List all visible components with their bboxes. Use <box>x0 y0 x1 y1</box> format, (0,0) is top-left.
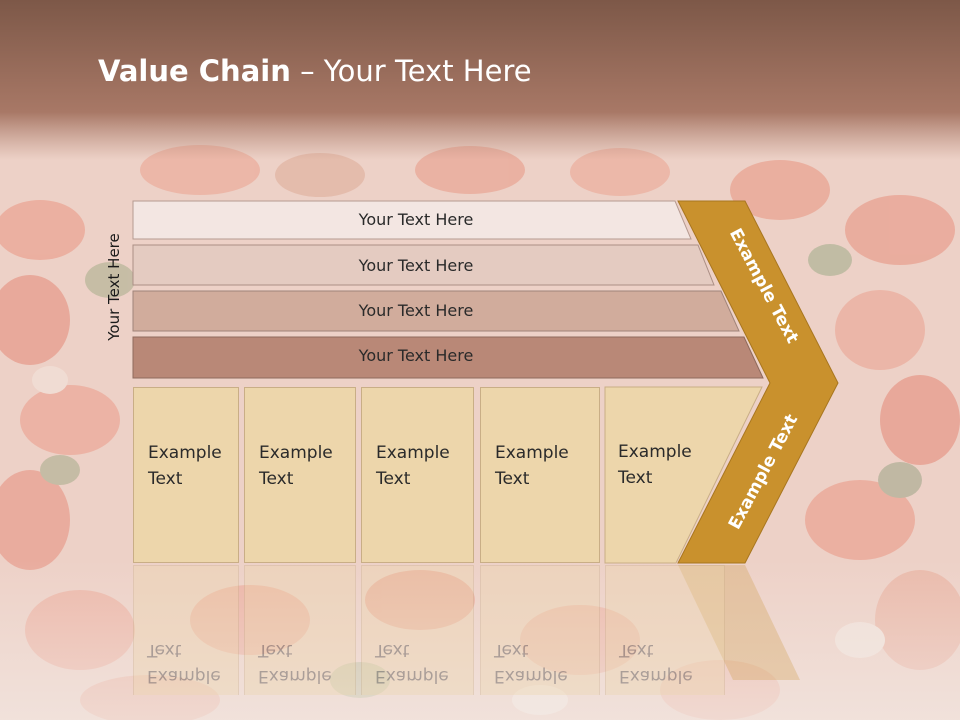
chevron-shape <box>677 200 839 564</box>
title-bold: Value Chain <box>98 54 291 88</box>
column-5-line2: Text <box>618 468 653 488</box>
column-3-line2: Text <box>376 469 411 489</box>
bar-4-label: Your Text Here <box>358 346 474 365</box>
bar-1-shape <box>132 200 692 240</box>
column-5-line1: Example <box>618 442 692 462</box>
column-2-line2: Text <box>259 469 294 489</box>
column-2-line1: Example <box>259 443 333 463</box>
bar-4-shape <box>132 336 764 379</box>
column-1-line2: Text <box>148 469 183 489</box>
column-4-line1: Example <box>495 443 569 463</box>
bar-3-shape <box>132 290 740 332</box>
bar-1-label: Your Text Here <box>358 210 474 229</box>
column-5-shape <box>604 386 763 564</box>
column-1-line1: Example <box>148 443 222 463</box>
slide-title: Value Chain – Your Text Here <box>98 54 532 88</box>
title-rest: – Your Text Here <box>290 54 532 88</box>
column-4-line2: Text <box>495 469 530 489</box>
bar-2-label: Your Text Here <box>358 256 474 275</box>
column-3-line1: Example <box>376 443 450 463</box>
bar-2-shape <box>132 244 715 286</box>
bar-3-label: Your Text Here <box>358 301 474 320</box>
